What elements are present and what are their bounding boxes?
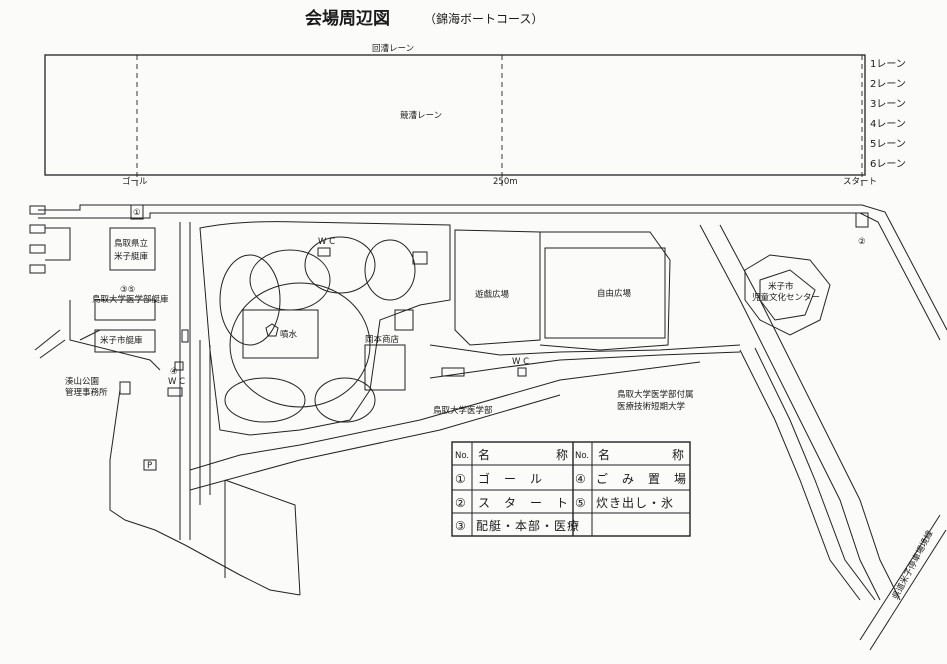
- culture-center-label-1: 米子市: [768, 281, 794, 292]
- wc-west-label: W C: [168, 377, 185, 387]
- pref-boathouse-label-2: 米子艇庫: [114, 251, 149, 262]
- marker-2: ②: [858, 237, 866, 247]
- legend-header-name-2: 名: [598, 447, 611, 462]
- return-lane-label: 回漕レーン: [372, 43, 414, 54]
- wc-north-label: W C: [318, 237, 335, 247]
- start-label: スタート: [843, 177, 877, 187]
- start-marker-box: [855, 212, 869, 228]
- univ-boathouse-label: 鳥取大学医学部艇庫: [92, 294, 169, 305]
- course-outline: [44, 54, 866, 176]
- legend-header-title-1: 称: [556, 448, 569, 462]
- prefectural-road-label: 県道米子停車場境線: [890, 528, 936, 601]
- legend-row-2-no-1: ②: [455, 496, 467, 510]
- city-boathouse-label: 米子市艇庫: [100, 335, 143, 346]
- goal-label: ゴール: [122, 176, 148, 187]
- lane-5-label: 5レーン: [870, 139, 906, 150]
- lane-6-label: 6レーン: [870, 159, 906, 170]
- park-office-label-2: 管理事務所: [65, 387, 108, 398]
- legend-row-1-no-2: ④: [575, 472, 587, 486]
- legend-row-1-no-1: ①: [455, 472, 467, 486]
- park-linework: [29, 204, 947, 651]
- goal-marker-box: [130, 204, 144, 220]
- fountain-icon: [265, 323, 279, 337]
- legend-header-name-1: 名: [478, 447, 491, 462]
- free-square-label: 自由広場: [597, 288, 632, 299]
- wc-east-label: W C: [512, 357, 529, 367]
- legend-header-title-2: 称: [672, 448, 685, 462]
- fountain-plaza: [242, 309, 319, 359]
- map-title: 会場周辺図: [305, 8, 390, 29]
- culture-center-label-2: 児童文化センター: [752, 292, 820, 303]
- legend-header-no-1: No.: [455, 451, 469, 461]
- rowing-course: [44, 54, 866, 190]
- parking-sign: [143, 459, 157, 471]
- pref-boathouse-label-1: 鳥取県立: [114, 238, 149, 249]
- legend-row-3-name-1: 配艇・本部・医療: [476, 518, 580, 533]
- legend-row-2-name-1: ス タ ー ト: [478, 496, 569, 510]
- legend-row-2-name-2: 炊き出し・氷: [596, 496, 674, 510]
- lane-1-label: 1レーン: [870, 59, 906, 70]
- legend-header-no-2: No.: [575, 451, 589, 461]
- play-square-label: 遊戯広場: [475, 289, 510, 300]
- parking-label: P: [147, 461, 152, 471]
- map-subtitle: （錦海ボートコース）: [424, 11, 543, 26]
- med-school-label: 鳥取大学医学部: [433, 405, 493, 416]
- okamoto-label: 岡本商店: [365, 334, 400, 345]
- marker-4: ④: [170, 367, 178, 377]
- park-office-label-1: 湊山公園: [65, 376, 99, 387]
- fountain-label: 噴水: [280, 329, 298, 340]
- legend-row-2-no-2: ⑤: [575, 496, 587, 510]
- legend-row-1-name-1: ゴ ー ル: [478, 471, 543, 486]
- tech-college-label-1: 鳥取大学医学部付属: [617, 389, 694, 400]
- lane-3-label: 3レーン: [870, 99, 906, 110]
- legend-row-3-no-1: ③: [455, 519, 467, 533]
- lane-2-label: 2レーン: [870, 79, 906, 90]
- tech-college-label-2: 医療技術短期大学: [617, 401, 686, 412]
- mid-250m-label: 250m: [493, 177, 518, 187]
- legend-row-1-name-2: ご み 置 場: [596, 471, 687, 486]
- marker-1: ①: [133, 208, 141, 218]
- lane-4-label: 4レーン: [870, 119, 906, 130]
- marker-3-5: ③⑤: [120, 285, 135, 295]
- legend-table: [451, 441, 691, 537]
- race-lane-label: 競漕レーン: [400, 110, 442, 121]
